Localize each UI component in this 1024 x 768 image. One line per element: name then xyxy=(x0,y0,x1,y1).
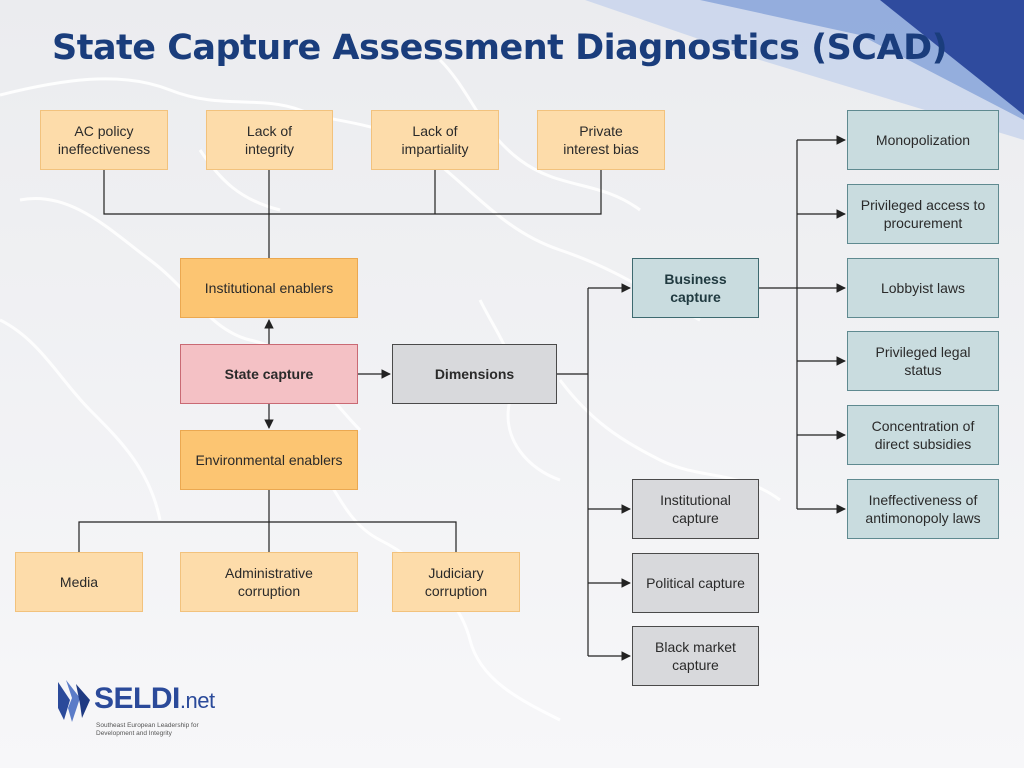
node-monopolization: Monopolization xyxy=(847,110,999,170)
node-environmental-enablers: Environmental enablers xyxy=(180,430,358,490)
node-judiciary-corruption: Judiciary corruption xyxy=(392,552,520,612)
node-lobbyist-laws: Lobbyist laws xyxy=(847,258,999,318)
page-title: State Capture Assessment Diagnostics (SC… xyxy=(52,28,948,68)
node-privileged-legal: Privileged legal status xyxy=(847,331,999,391)
logo-wordmark: SELDI.net xyxy=(94,682,215,715)
seldi-logo-icon xyxy=(58,680,90,722)
node-administrative-corruption: Administrative corruption xyxy=(180,552,358,612)
connector-business-trunk xyxy=(759,140,798,509)
node-institutional-enablers: Institutional enablers xyxy=(180,258,358,318)
node-media: Media xyxy=(15,552,143,612)
node-direct-subsidies: Concentration of direct subsidies xyxy=(847,405,999,465)
node-lack-integrity: Lack of integrity xyxy=(206,110,333,170)
node-antimonopoly: Ineffectiveness of antimonopoly laws xyxy=(847,479,999,539)
node-state-capture: State capture xyxy=(180,344,358,404)
seldi-logo: SELDI.net Southeast European Leadership … xyxy=(56,676,246,742)
node-business-capture: Business capture xyxy=(632,258,759,318)
node-black-market-capture: Black market capture xyxy=(632,626,759,686)
connector-bottom-bus xyxy=(78,521,457,552)
node-lack-impartiality: Lack of impartiality xyxy=(371,110,499,170)
node-dimensions: Dimensions xyxy=(392,344,557,404)
node-privileged-access: Privileged access to procurement xyxy=(847,184,999,244)
logo-tagline: Southeast European Leadership for Develo… xyxy=(96,722,199,737)
node-institutional-capture: Institutional capture xyxy=(632,479,759,539)
connector-dimensions-trunk xyxy=(557,288,589,656)
node-private-interest: Private interest bias xyxy=(537,110,665,170)
connector-top-bus xyxy=(103,170,602,215)
node-ac-policy: AC policy ineffectiveness xyxy=(40,110,168,170)
node-political-capture: Political capture xyxy=(632,553,759,613)
